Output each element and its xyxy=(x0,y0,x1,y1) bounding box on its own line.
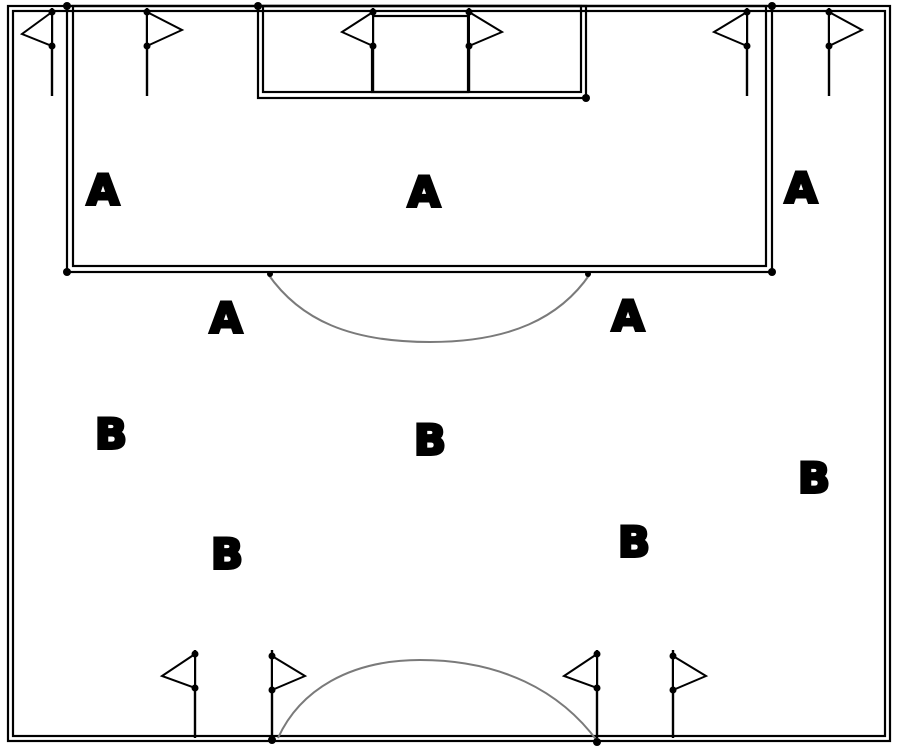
centre-arc xyxy=(277,658,599,743)
flag-icon xyxy=(711,8,751,96)
penalty-area-inner xyxy=(71,4,768,268)
flag-icon xyxy=(339,8,377,92)
goal-area-inner xyxy=(261,4,583,94)
flag-icon xyxy=(465,8,505,92)
player-b-2: B xyxy=(414,416,446,465)
pitch-outline xyxy=(6,4,892,743)
flag-icon xyxy=(825,8,865,96)
player-b-1: B xyxy=(95,410,127,459)
boundary-dots xyxy=(63,2,776,746)
pitch-outline-inner xyxy=(11,9,887,738)
flag-icon xyxy=(159,650,199,738)
player-b-4: B xyxy=(211,530,243,579)
player-a-3: A xyxy=(785,164,818,213)
goal-area xyxy=(256,4,588,100)
flag-icon xyxy=(268,650,308,738)
player-a-1: A xyxy=(87,166,120,215)
goal-box-small xyxy=(370,14,470,94)
player-a-4: A xyxy=(210,294,243,343)
flag-icon xyxy=(669,650,709,738)
penalty-arc xyxy=(267,273,591,344)
player-a-5: A xyxy=(612,292,645,341)
player-a-2: A xyxy=(408,168,441,217)
flag-icon xyxy=(19,8,56,96)
flag-icon xyxy=(143,8,185,96)
player-b-5: B xyxy=(618,518,650,567)
player-b-3: B xyxy=(798,454,830,503)
flag-icon xyxy=(561,650,601,738)
penalty-area xyxy=(65,4,774,274)
